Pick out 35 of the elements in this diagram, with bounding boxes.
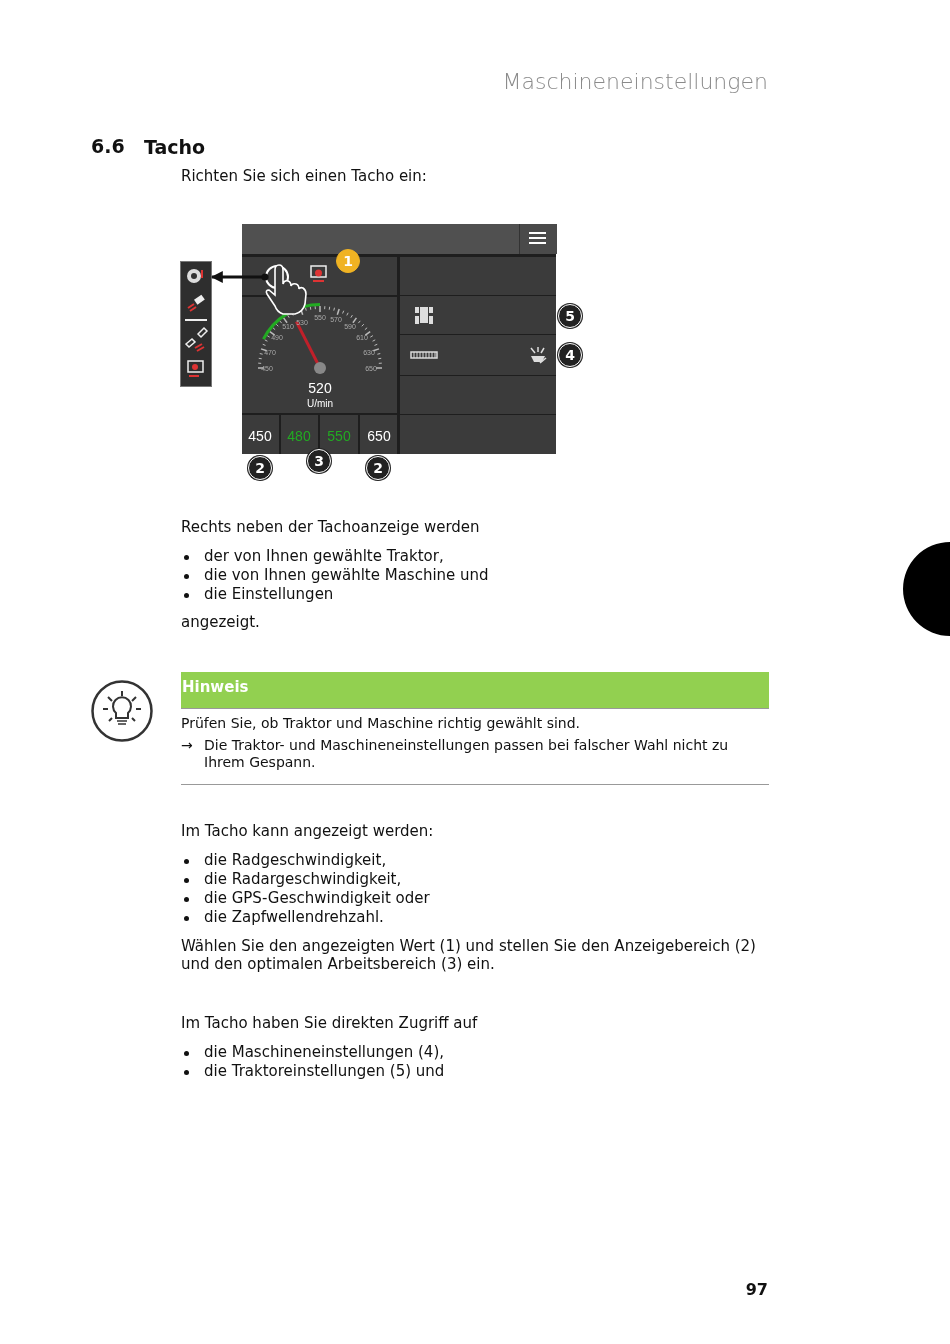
list-item: die von Ihnen gewählte Maschine und	[204, 566, 489, 584]
list-item: die Traktoreinstellungen (5) und	[204, 1062, 445, 1080]
body-text: Wählen Sie den angezeigten Wert (1) und stellen Sie den Anzeigebereich (2) und den optimalen Arbeitsbereich (3) ein.	[181, 937, 757, 973]
optimal-range-min-value: 480	[287, 427, 311, 445]
note-text: Prüfen Sie, ob Traktor und Maschine richtig gewählt sind.	[181, 715, 581, 732]
arrow	[210, 271, 269, 283]
list-item: die Radgeschwindigkeit,	[204, 851, 387, 869]
speed-value: 520	[308, 379, 332, 397]
callout-number: 4	[558, 343, 582, 367]
optimal-range-max-value: 550	[327, 427, 351, 445]
body-text: angezeigt.	[181, 613, 260, 631]
callout-number: 5	[558, 304, 582, 328]
page-number: 97	[745, 1280, 768, 1300]
range-min-value: 450	[248, 427, 272, 445]
speed-unit: U/min	[306, 398, 334, 410]
running-header: Maschineneinstellungen	[502, 69, 768, 96]
section-number: 6.6	[91, 135, 125, 158]
callout-number: 2	[366, 456, 390, 480]
list-item: die GPS-Geschwindigkeit oder	[204, 889, 430, 907]
callout-number: 3	[307, 449, 331, 473]
section-title: Tacho	[144, 136, 206, 159]
note-heading: Hinweis	[182, 678, 249, 696]
note-result-text: Die Traktor- und Maschineneinstellungen passen bei falscher Wahl nicht zu Ihrem Gespann.	[204, 737, 730, 771]
list-item: die Zapfwellendrehzahl.	[204, 908, 384, 926]
body-text: Rechts neben der Tachoanzeige werden	[181, 518, 480, 536]
body-text: Im Tacho kann angezeigt werden:	[181, 822, 434, 840]
body-text: Im Tacho haben Sie direkten Zugriff auf	[181, 1014, 478, 1032]
list-item: der von Ihnen gewählte Traktor,	[204, 547, 444, 565]
list-item: die Einstellungen	[204, 585, 334, 603]
range-max-value: 650	[367, 427, 391, 445]
list-item: die Maschineneinstellungen (4),	[204, 1043, 444, 1061]
list-item: die Radargeschwindigkeit,	[204, 870, 402, 888]
body-text: Richten Sie sich einen Tacho ein:	[181, 167, 427, 185]
callout-number: 2	[248, 456, 272, 480]
arrow-glyph: →	[181, 737, 193, 754]
